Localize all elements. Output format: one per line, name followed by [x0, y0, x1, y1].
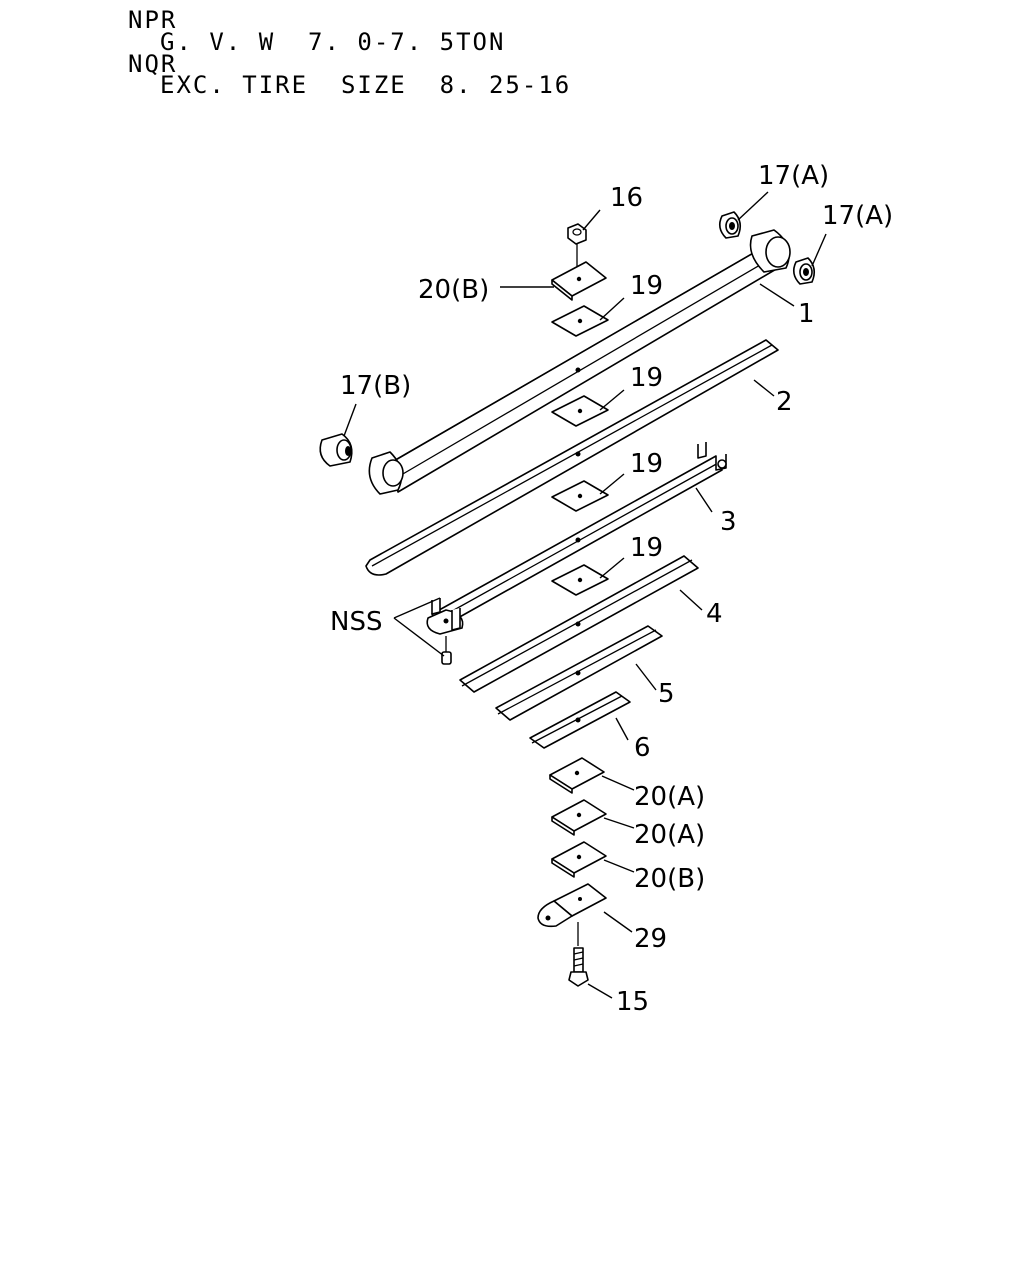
main-leaf-part-1 — [368, 229, 791, 495]
header-model-nqr: NQR — [128, 50, 178, 78]
label-17a-upper: 17(A) — [758, 161, 829, 191]
bracket-part-29 — [537, 883, 607, 928]
label-2: 2 — [776, 387, 793, 417]
spacer-part-19-b — [551, 395, 609, 427]
plate-part-20a-upper — [549, 757, 605, 794]
spacer-part-19-c — [551, 480, 609, 512]
label-15: 15 — [616, 987, 649, 1017]
bushing-17a-lower — [792, 257, 816, 285]
label-20a-upper: 20(A) — [634, 782, 705, 812]
label-29: 29 — [634, 924, 667, 954]
label-4: 4 — [706, 599, 723, 629]
leaf-part-3 — [426, 442, 727, 635]
header-gvw-range: G. V. W 7. 0-7. 5TON — [160, 28, 506, 56]
label-17b: 17(B) — [340, 371, 411, 401]
bushing-17b — [319, 433, 353, 467]
leader-lines — [343, 191, 827, 999]
label-17a-lower: 17(A) — [822, 201, 893, 231]
leaf-part-5 — [495, 625, 663, 721]
label-19-a: 19 — [630, 271, 663, 301]
leaf-part-4 — [459, 555, 699, 693]
label-19-b: 19 — [630, 363, 663, 393]
clip-front — [431, 598, 461, 631]
label-1: 1 — [798, 299, 815, 329]
label-16: 16 — [610, 183, 643, 213]
bushing-17a-upper — [718, 211, 742, 239]
label-19-c: 19 — [630, 449, 663, 479]
label-20a-lower: 20(A) — [634, 820, 705, 850]
label-6: 6 — [634, 733, 651, 763]
label-20b-top: 20(B) — [418, 275, 489, 305]
header-model-npr: NPR — [128, 6, 178, 34]
label-20b-bottom: 20(B) — [634, 864, 705, 894]
spacer-part-19-a — [551, 305, 609, 337]
spacer-part-19-d — [551, 564, 609, 596]
clip-rear — [697, 442, 727, 471]
header-tire-note: EXC. TIRE SIZE 8. 25-16 — [160, 71, 572, 99]
leaf-part-2 — [365, 339, 779, 576]
label-nss: NSS — [330, 607, 382, 637]
rear-eye — [749, 229, 791, 273]
front-eye — [368, 451, 404, 495]
label-3: 3 — [720, 507, 737, 537]
bolt-part-15 — [568, 922, 589, 987]
plate-part-20b-top — [551, 261, 607, 301]
bolt-nss — [441, 636, 452, 665]
plate-part-20a-lower — [551, 799, 607, 836]
leaf-part-6 — [529, 691, 631, 749]
label-19-d: 19 — [630, 533, 663, 563]
plate-part-20b-bottom — [551, 841, 607, 878]
label-5: 5 — [658, 679, 675, 709]
